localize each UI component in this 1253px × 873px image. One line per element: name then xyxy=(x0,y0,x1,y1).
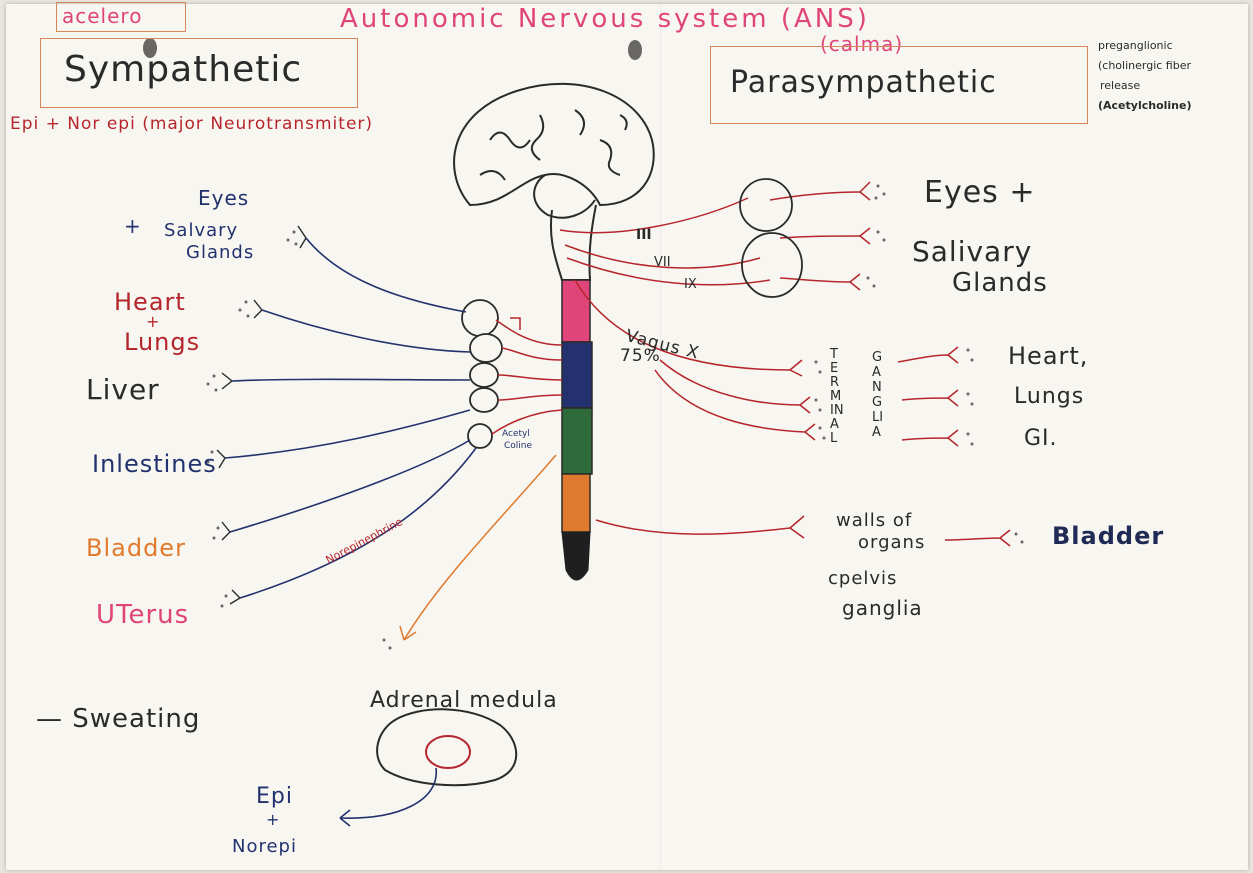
adrenal-medulla-label: Adrenal medula xyxy=(370,690,558,712)
sym-lungs-label: Lungs xyxy=(124,330,200,354)
spinal-segment-black xyxy=(562,532,590,580)
sympathetic-preganglionic xyxy=(492,318,562,434)
para-eyes-label: Eyes + xyxy=(924,178,1035,208)
page-title: Autonomic Nervous system (ANS) xyxy=(340,6,870,32)
sympathetic-end-dots xyxy=(207,231,298,608)
ganglia-label: GANGLIA xyxy=(872,350,886,440)
sym-bladder-label: Bladder xyxy=(86,536,186,560)
sympathetic-title: Sympathetic xyxy=(64,52,302,88)
adrenal-norepi-label: Norepi xyxy=(232,838,297,856)
adrenal-epi-label: Epi xyxy=(256,786,293,808)
spinal-segment-green xyxy=(562,408,592,474)
parasympathetic-title: Parasympathetic xyxy=(730,68,997,98)
cranial-nerve-ix: IX xyxy=(684,278,697,291)
cranial-nerve-iii: III xyxy=(636,228,652,242)
preganglionic-note-line-4: (Acetylcholine) xyxy=(1098,100,1192,111)
sym-uterus-label: UTerus xyxy=(96,602,189,628)
adrenal-output-line xyxy=(340,768,436,818)
adrenal-nerve xyxy=(404,455,556,640)
pelvis-walls-line-4: ganglia xyxy=(842,598,923,618)
spinal-segment-pink xyxy=(562,280,590,342)
para-heart-label: Heart, xyxy=(1008,344,1088,368)
pelvis-walls-line-1: walls of xyxy=(836,512,912,530)
para-gi-label: GI. xyxy=(1024,428,1058,450)
preganglionic-note-line-1: preganglionic xyxy=(1098,40,1173,51)
sympathetic-neurotransmitter-note: Epi + Nor epi (major Neurotransmiter) xyxy=(10,116,373,133)
acetylcholine-label-line-2: Coline xyxy=(504,442,532,451)
para-salivary-line-1: Salivary xyxy=(912,238,1032,266)
cranial-nerve-vii: VII xyxy=(654,256,671,269)
vagus-percent: 75% xyxy=(620,348,661,365)
para-salivary-line-2: Glands xyxy=(952,270,1048,296)
sym-salivary-line-2: Glands xyxy=(186,244,254,262)
pelvis-walls-line-2: organs xyxy=(858,534,925,552)
spinal-segment-navy xyxy=(562,342,592,408)
sweating-label: — Sweating xyxy=(36,706,200,732)
sym-eyes-label: Eyes xyxy=(198,188,249,208)
sym-heart-label: Heart xyxy=(114,290,186,314)
acetylcholine-label-line-1: Acetyl xyxy=(502,430,530,439)
sym-intestines-label: Inlestines xyxy=(92,452,217,476)
sympathetic-endings xyxy=(217,226,306,604)
sym-eyes-plus: + xyxy=(124,216,142,236)
accelerate-tag: acelero xyxy=(62,6,142,26)
para-bladder-label: Bladder xyxy=(1052,524,1164,548)
pelvis-walls-line-3: cpelvis xyxy=(828,570,897,588)
terminal-label: TERMINAL xyxy=(830,348,844,446)
adrenal-plus-label: + xyxy=(266,812,280,828)
adrenal-gland-outline xyxy=(377,709,516,785)
preganglionic-note-line-2: (cholinergic fiber xyxy=(1098,60,1191,71)
spinal-segment-orange xyxy=(562,474,590,532)
sympathetic-chain xyxy=(462,300,502,448)
sym-salivary-line-1: Salvary xyxy=(164,222,238,240)
sym-liver-label: Liver xyxy=(86,376,160,404)
para-lungs-label: Lungs xyxy=(1014,386,1084,408)
adrenal-medulla-core xyxy=(426,736,470,768)
brain-drawing xyxy=(454,84,654,218)
preganglionic-note-line-3: release xyxy=(1100,80,1140,91)
